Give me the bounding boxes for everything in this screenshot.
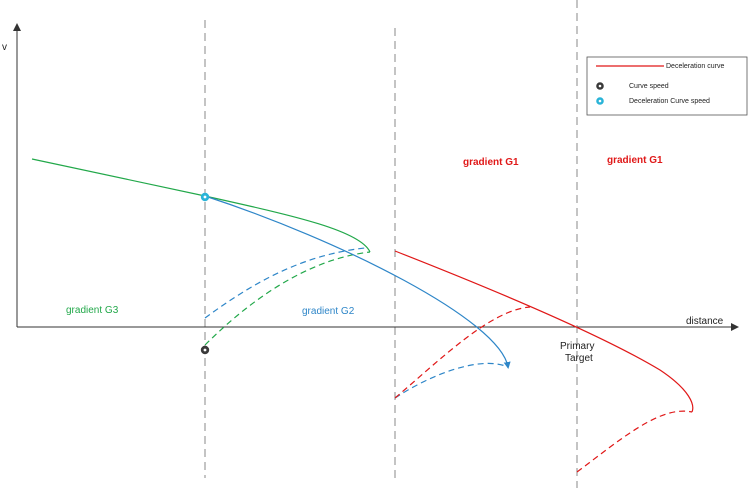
g2-deceleration-curve [204,195,511,369]
deceleration-curve-speed-marker [200,192,210,202]
g3-deceleration-curve [204,195,371,253]
legend: Deceleration curve Curve speed Decelerat… [586,56,748,116]
g1-deceleration-curve [394,250,694,413]
gradient-g2-label: gradient G2 [302,306,355,317]
g2-dashed-lower [204,247,366,319]
g1-dashed-left [394,306,531,399]
g3-dashed-curve [204,251,371,346]
gradient-g1-label-b: gradient G1 [607,155,663,166]
curve-speed-marker [200,345,210,355]
g1-dashed-right [576,410,693,473]
primary-target-label-line2: Target [565,353,593,364]
gradient-g1-label-a: gradient G1 [463,157,519,168]
g2-dashed-upper [394,362,509,399]
legend-curve-speed-swatch [596,82,604,90]
gradient-g3-label: gradient G3 [66,305,119,316]
primary-target-label-line1: Primary [560,341,594,352]
legend-curve-speed-label: Curve speed [629,83,669,90]
legend-deceleration-curve-label: Deceleration curve [666,63,724,70]
y-axis-label: v [2,42,7,53]
legend-deceleration-curve-speed-swatch [596,97,604,105]
legend-deceleration-curve-speed-label: Deceleration Curve speed [629,98,710,105]
legend-box [586,56,748,116]
g3-speed-curve [31,158,206,197]
x-axis-label: distance [686,316,724,327]
